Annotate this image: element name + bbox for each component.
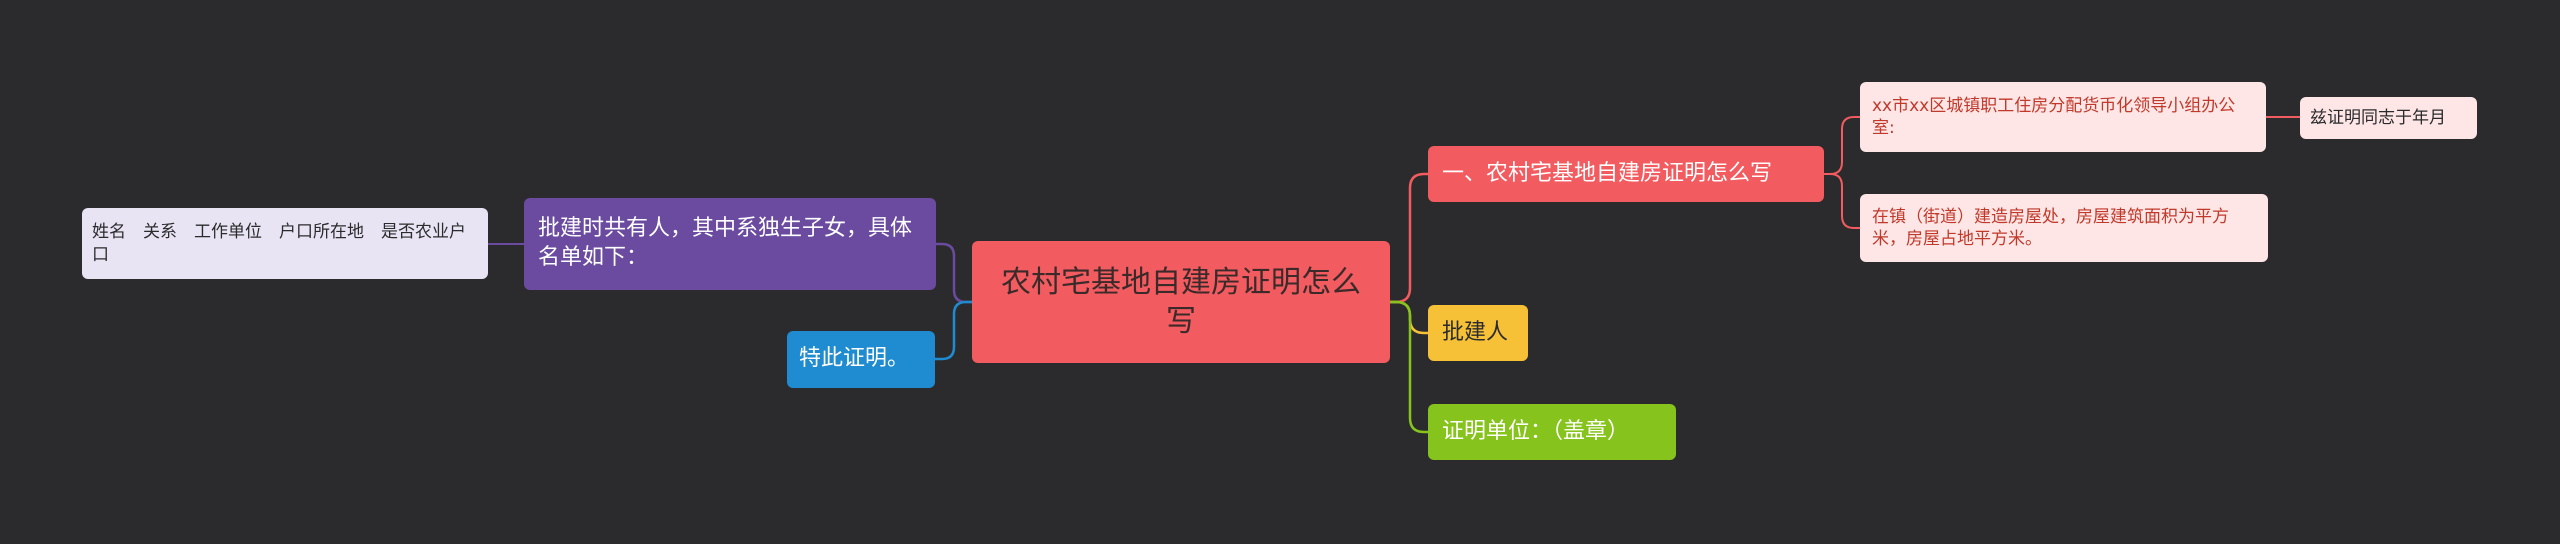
subtopic-office-addressee[interactable]: xx市xx区城镇职工住房分配货币化领导小组办公室: xyxy=(1860,82,2266,152)
subtopic-certify-date-label: 兹证明同志于年月 xyxy=(2310,107,2446,128)
subtopic-owner-table-header-label: 姓名 关系 工作单位 户口所在地 是否农业户口 xyxy=(92,222,466,265)
topic-certifying-unit-label: 证明单位：（盖章） xyxy=(1442,418,1630,444)
subtopic-building-details-label: 在镇（街道）建造房屋处，房屋建筑面积为平方米，房屋占地平方米。 xyxy=(1872,206,2229,249)
topic-co-owners-label: 批建时共有人，其中系独生子女，具体名单如下： xyxy=(538,216,913,270)
link-root-heading xyxy=(1390,172,1428,304)
topic-heading-label: 一、农村宅基地自建房证明怎么写 xyxy=(1442,160,1773,186)
root-topic-label: 农村宅基地自建房证明怎么写 xyxy=(1001,265,1361,339)
topic-heading[interactable]: 一、农村宅基地自建房证明怎么写 xyxy=(1428,146,1824,202)
topic-certifying-unit[interactable]: 证明单位：（盖章） xyxy=(1428,404,1676,460)
link-root-owners xyxy=(936,242,972,304)
link-root-unit xyxy=(1390,300,1428,434)
topic-co-owners[interactable]: 批建时共有人，其中系独生子女，具体名单如下： xyxy=(524,198,936,290)
subtopic-building-details[interactable]: 在镇（街道）建造房屋处，房屋建筑面积为平方米，房屋占地平方米。 xyxy=(1860,194,2268,262)
topic-approver-label: 批建人 xyxy=(1442,319,1509,345)
subtopic-certify-date[interactable]: 兹证明同志于年月 xyxy=(2300,97,2477,139)
root-topic[interactable]: 农村宅基地自建房证明怎么写 xyxy=(972,241,1390,363)
subtopic-office-addressee-label: xx市xx区城镇职工住房分配货币化领导小组办公室: xyxy=(1872,95,2236,138)
topic-hereby-certify[interactable]: 特此证明。 xyxy=(787,331,935,388)
subtopic-owner-table-header[interactable]: 姓名 关系 工作单位 户口所在地 是否农业户口 xyxy=(82,208,488,279)
topic-hereby-certify-label: 特此证明。 xyxy=(799,346,910,372)
link-root-certify xyxy=(935,300,1390,361)
topic-approver[interactable]: 批建人 xyxy=(1428,305,1528,361)
link-heading-building xyxy=(1824,173,1860,229)
link-heading-office xyxy=(1824,116,1860,175)
